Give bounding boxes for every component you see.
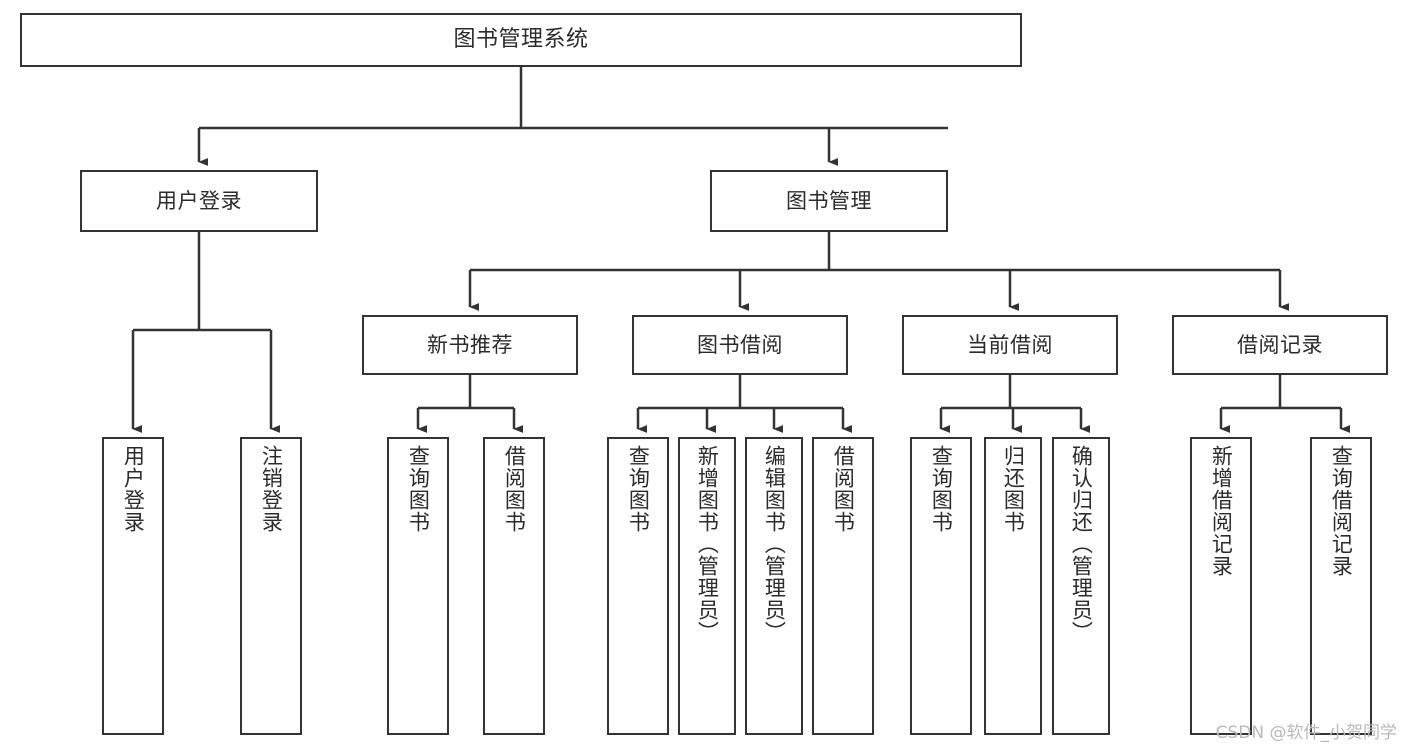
node-leaf-borrow-book-rec-label: 借阅图书 (502, 445, 527, 533)
node-book-manage-label: 图书管理 (786, 188, 872, 213)
node-leaf-borrow-book-rec[interactable]: 借阅图书 (483, 437, 545, 735)
csdn-watermark: CSDN @软件_小贺同学 (1215, 723, 1397, 743)
node-leaf-borrow-book-bor[interactable]: 借阅图书 (812, 437, 874, 735)
node-leaf-return-book-label: 归还图书 (1001, 445, 1026, 533)
node-user-login[interactable]: 用户登录 (80, 170, 318, 232)
node-leaf-user-login-label: 用户登录 (121, 445, 146, 533)
node-user-login-label: 用户登录 (156, 188, 242, 213)
node-leaf-query-book-rec-label: 查询图书 (406, 445, 431, 533)
node-leaf-borrow-book-bor-label: 借阅图书 (831, 445, 856, 533)
node-leaf-query-record-label: 查询借阅记录 (1329, 445, 1354, 577)
node-leaf-query-book-rec[interactable]: 查询图书 (387, 437, 449, 735)
node-leaf-add-book-label: 新增图书（管理员） (695, 445, 720, 643)
node-leaf-query-book-cur[interactable]: 查询图书 (910, 437, 972, 735)
node-new-book-rec[interactable]: 新书推荐 (362, 315, 578, 375)
node-leaf-add-book[interactable]: 新增图书（管理员） (678, 437, 736, 735)
node-current-borrow[interactable]: 当前借阅 (902, 315, 1118, 375)
node-new-book-rec-label: 新书推荐 (427, 332, 513, 357)
node-borrow-record-label: 借阅记录 (1237, 332, 1323, 357)
node-leaf-confirm-return-label: 确认归还（管理员） (1069, 445, 1094, 643)
node-leaf-confirm-return[interactable]: 确认归还（管理员） (1052, 437, 1110, 735)
node-leaf-logout-label: 注销登录 (259, 445, 284, 533)
node-leaf-user-login[interactable]: 用户登录 (102, 437, 164, 735)
node-book-manage[interactable]: 图书管理 (710, 170, 948, 232)
node-root[interactable]: 图书管理系统 (20, 13, 1022, 67)
node-leaf-edit-book[interactable]: 编辑图书（管理员） (745, 437, 803, 735)
node-leaf-add-record[interactable]: 新增借阅记录 (1190, 437, 1252, 735)
node-leaf-query-book-bor-label: 查询图书 (626, 445, 651, 533)
node-leaf-query-record[interactable]: 查询借阅记录 (1310, 437, 1372, 735)
node-root-label: 图书管理系统 (453, 27, 589, 53)
node-leaf-edit-book-label: 编辑图书（管理员） (762, 445, 787, 643)
node-leaf-query-book-cur-label: 查询图书 (929, 445, 954, 533)
node-book-borrow-label: 图书借阅 (697, 332, 783, 357)
node-leaf-logout[interactable]: 注销登录 (240, 437, 302, 735)
node-leaf-query-book-bor[interactable]: 查询图书 (607, 437, 669, 735)
node-book-borrow[interactable]: 图书借阅 (632, 315, 848, 375)
node-leaf-add-record-label: 新增借阅记录 (1209, 445, 1234, 577)
node-borrow-record[interactable]: 借阅记录 (1172, 315, 1388, 375)
node-current-borrow-label: 当前借阅 (967, 332, 1053, 357)
node-leaf-return-book[interactable]: 归还图书 (984, 437, 1042, 735)
